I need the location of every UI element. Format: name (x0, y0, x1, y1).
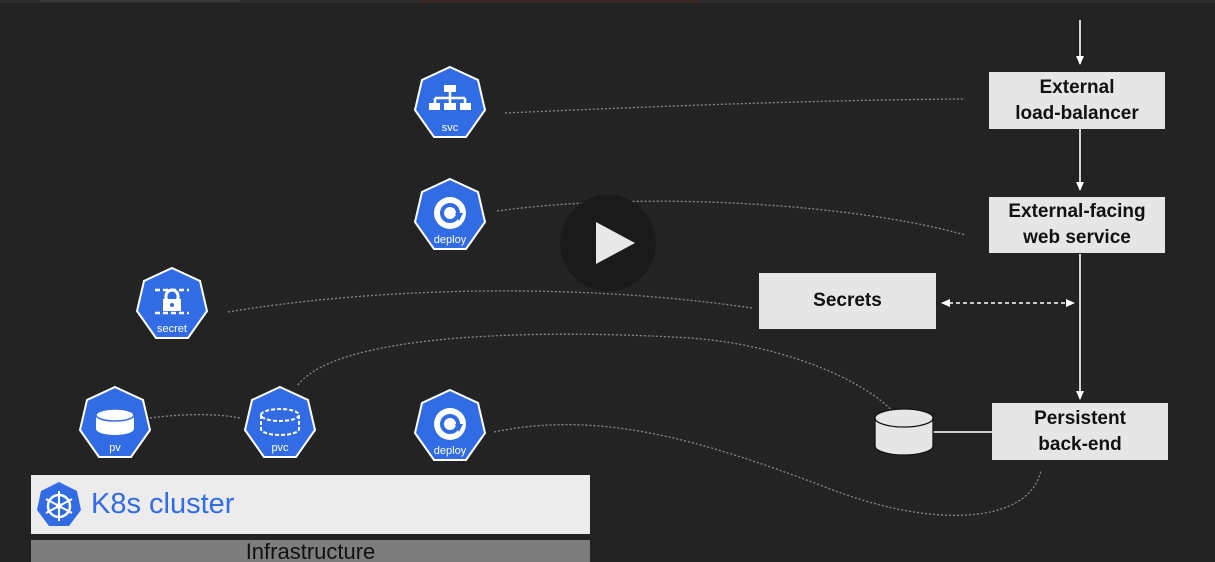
deploy-rotate-icon (413, 177, 487, 250)
secret-lock-icon (135, 266, 209, 339)
connector-deploy-webservice (496, 200, 966, 236)
top-strip (0, 0, 1215, 3)
kubernetes-helm-wheel-icon (35, 481, 83, 529)
storage-disk-icon (874, 408, 934, 456)
service-hierarchy-icon (413, 65, 487, 138)
k8s-cluster-bar: K8s cluster (31, 475, 590, 534)
connector-pv-pvc (149, 413, 241, 419)
deploy-web-node: deploy (411, 177, 489, 255)
web-service-box: External-facing web service (989, 197, 1165, 253)
play-icon (596, 222, 635, 264)
backend-box: Persistent back-end (992, 403, 1168, 460)
deploy-web-label: deploy (433, 234, 467, 246)
connector-pvc-disk (297, 333, 894, 413)
secret-label: secret (157, 323, 187, 335)
secrets-box: Secrets (759, 273, 936, 329)
top-strip-segment (40, 0, 240, 2)
top-strip-segment (420, 0, 700, 2)
connector-secret-secrets (227, 290, 753, 313)
connector-svc-loadbalancer (504, 98, 966, 114)
secret-node: secret (133, 266, 211, 344)
deploy-backend-node: deploy (411, 388, 489, 466)
pvc-label: pvc (271, 442, 289, 454)
cluster-label: K8s cluster (91, 488, 235, 520)
pv-node: pv (76, 385, 154, 463)
volume-claim-disk-icon (243, 385, 317, 458)
infrastructure-bar: Infrastructure (31, 540, 590, 562)
pvc-node: pvc (241, 385, 319, 463)
volume-disk-icon (78, 385, 152, 458)
play-button[interactable] (560, 195, 656, 291)
deploy-rotate-icon (413, 388, 487, 461)
pv-label: pv (109, 442, 121, 454)
load-balancer-box: External load-balancer (989, 72, 1165, 129)
deploy-backend-label: deploy (433, 445, 467, 457)
svc-node: svc (411, 65, 489, 143)
svc-label: svc (441, 122, 459, 134)
